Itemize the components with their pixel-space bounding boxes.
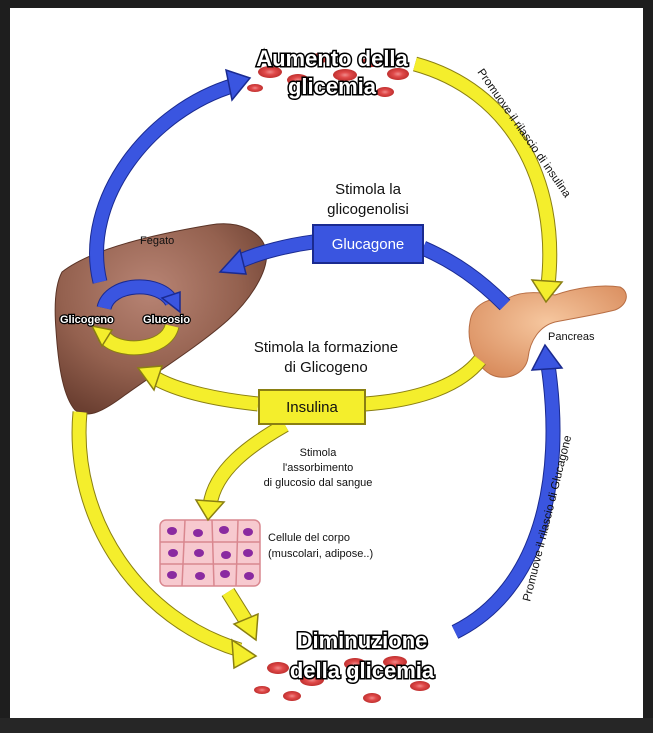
blue-arrows — [89, 68, 564, 639]
label-stimola-glicogenolisi-line2: glicogenolisi — [327, 201, 409, 218]
label-stimola-formazione-line1: Stimola la formazione — [254, 339, 398, 356]
body-cells-illustration — [159, 519, 261, 587]
glucagone-box-label: Glucagone — [332, 236, 405, 253]
label-assorbimento-line1: Stimola — [300, 447, 338, 459]
blood-cells-top — [247, 53, 409, 97]
insulina-box-label: Insulina — [286, 399, 338, 416]
label-assorbimento-line3: di glucosio dal sangue — [264, 477, 373, 489]
bottom-bar — [0, 718, 653, 733]
label-stimola-glicogenolisi-line1: Stimola la — [335, 181, 402, 198]
label-assorbimento-line2: l'assorbimento — [283, 462, 354, 474]
liver-illustration — [54, 223, 268, 415]
label-cellule-line2: (muscolari, adipose..) — [268, 548, 373, 560]
glucagone-box: Glucagone — [312, 224, 424, 264]
title-aumento-line2: glicemia — [288, 74, 377, 99]
label-cellule-line1: Cellule del corpo — [268, 532, 350, 544]
pancreas-illustration — [468, 285, 627, 378]
insulina-box: Insulina — [258, 389, 366, 425]
yellow-arrows — [71, 56, 564, 670]
label-glicogeno: Glicogeno — [60, 314, 114, 326]
title-diminuzione-line2: della glicemia — [290, 658, 435, 683]
label-promuove-insulina: Promuove il rilascio di insulina — [475, 67, 574, 201]
label-pancreas: Pancreas — [548, 331, 595, 343]
title-aumento-line1: Aumento della — [256, 46, 408, 71]
label-glucosio: Glucosio — [143, 314, 190, 326]
label-fegato: Fegato — [140, 235, 174, 247]
blood-cells-bottom — [254, 656, 430, 703]
label-stimola-formazione-line2: di Glicogeno — [284, 359, 367, 376]
title-diminuzione-line1: Diminuzione — [297, 628, 428, 653]
